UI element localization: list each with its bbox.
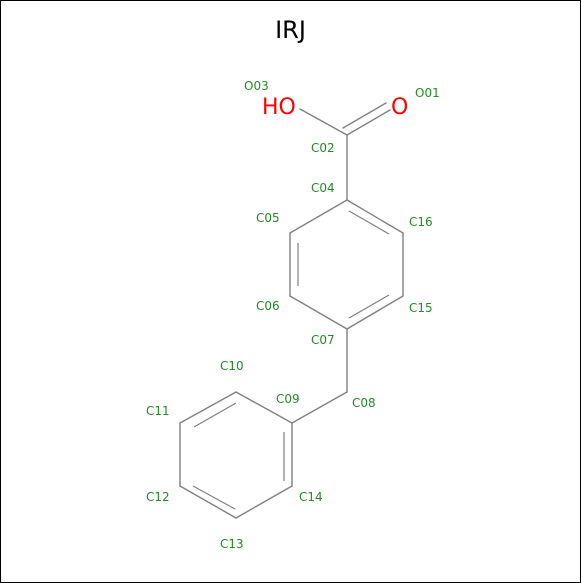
bond-c02-o01-a (346, 109, 391, 136)
atom-label-c15: C15 (409, 301, 433, 315)
bond-c13-c14 (235, 485, 293, 519)
atom-label-c14: C14 (299, 490, 323, 504)
carbonyl-oxygen-label: O (391, 95, 408, 120)
bond-c09-c10 (235, 391, 293, 424)
aromatic-c12-c13 (192, 485, 236, 510)
atom-label-c12: C12 (146, 490, 170, 504)
bond-c02-o03 (299, 108, 348, 136)
atom-label-c13: C13 (220, 537, 244, 551)
bond-c06-c07 (289, 295, 348, 330)
atom-label-c04: C04 (311, 181, 335, 195)
bond-c10-c11 (179, 391, 237, 424)
bond-c12-c13 (179, 485, 237, 519)
bond-c16-c04 (346, 199, 404, 234)
bond-c08-c09 (291, 391, 348, 424)
bond-c04-c05 (289, 199, 348, 234)
atom-label-c11: C11 (146, 404, 170, 418)
aromatic-c10-c11 (193, 402, 237, 428)
atom-label-c08: C08 (352, 396, 376, 410)
hydroxyl-label: HO (262, 95, 296, 120)
atom-label-c07: C07 (311, 333, 335, 347)
bond-c02-o01-b (342, 102, 387, 129)
atom-label-c06: C06 (256, 299, 280, 313)
atom-label-c05: C05 (256, 211, 280, 225)
aromatic-c07-c15 (348, 294, 390, 319)
atom-label-c16: C16 (409, 215, 433, 229)
atom-label-o03: O03 (244, 79, 269, 93)
atom-label-o01: O01 (415, 86, 440, 100)
atom-label-c09: C09 (276, 392, 300, 406)
aromatic-c16-c04 (348, 210, 390, 235)
atom-label-c10: C10 (220, 359, 244, 373)
atom-label-c02: C02 (311, 141, 335, 155)
bond-c07-c15 (346, 295, 404, 330)
molecule-title: IRJ (275, 16, 306, 44)
